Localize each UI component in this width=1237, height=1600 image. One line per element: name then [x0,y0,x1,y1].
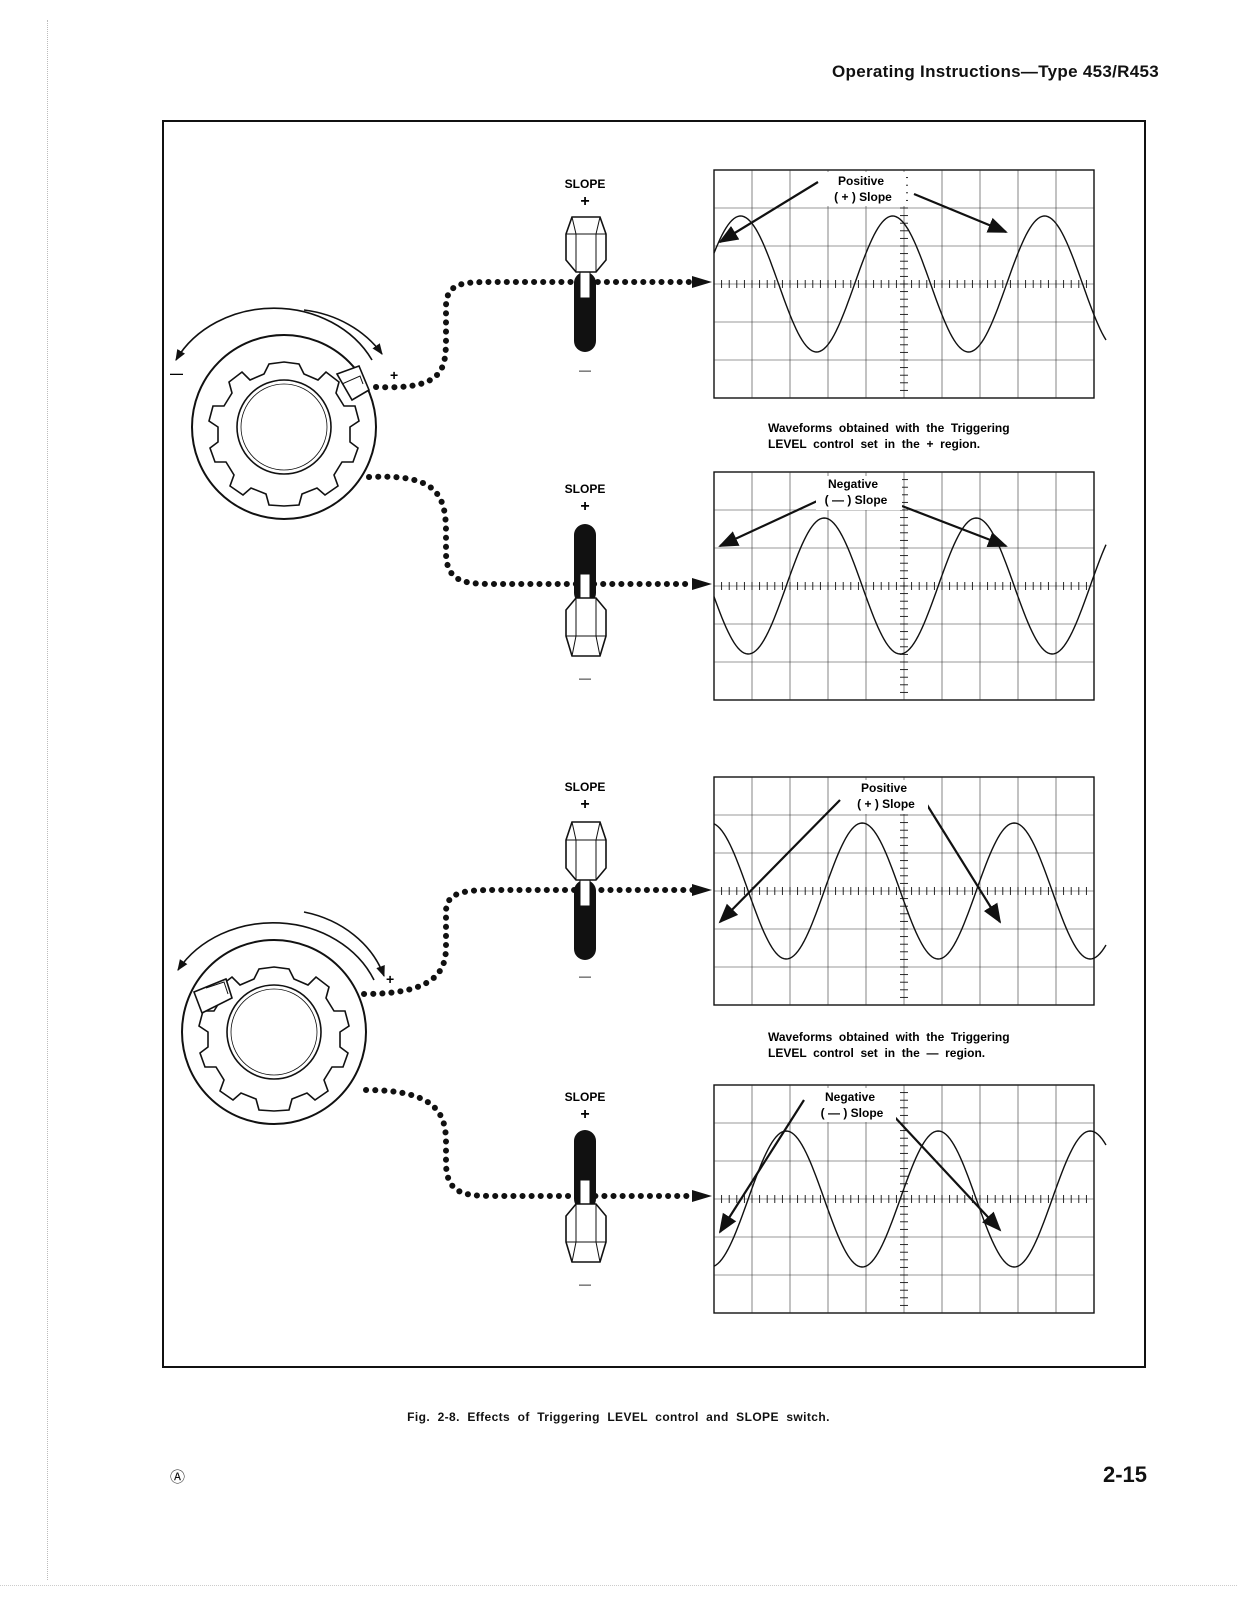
slope-plus-1: + [580,193,589,210]
note-1-line-1: Waveforms obtained with the Triggering [768,421,1010,435]
scope-3-label-b: ( + ) Slope [857,797,915,811]
waveform-trace [713,822,1107,960]
page-header: Operating Instructions—Type 453/R453 [832,62,1159,81]
waveform-trace [713,215,1107,353]
slope-switch-1 [565,216,607,352]
knob-1-plus: + [390,367,398,383]
scope-1-label-b: ( + ) Slope [834,190,892,204]
scope-4-label-b: ( — ) Slope [821,1106,884,1120]
scope-2-label-b: ( — ) Slope [825,493,888,507]
level-knob-1 [175,307,383,520]
level-knob-2 [177,911,385,1125]
waveform-trace [713,1130,1107,1268]
scope-1-label-a: Positive [838,174,884,188]
page-number: 2-15 [1102,1462,1147,1487]
knob-teeth-ring-2 [198,966,350,1112]
note-2-line-1: Waveforms obtained with the Triggering [768,1030,1010,1044]
knob-2-plus: + [386,971,394,987]
scope-screen-2 [713,471,1107,701]
slope-switch-3 [565,821,607,960]
scope-screen-1 [713,169,1107,399]
slope-minus-1: — [579,363,591,377]
bottom-rule [0,1585,1237,1586]
slope-minus-3: — [579,969,591,983]
scope-screen-3 [713,776,1107,1006]
slope-pointer-arrows [718,181,1008,1234]
scope-2-label-a: Negative [828,477,878,491]
slope-minus-2: — [579,671,591,685]
slope-plus-4: + [580,1106,589,1123]
signal-arrowheads [692,276,712,1202]
scope-4-label-a: Negative [825,1090,875,1104]
slope-label-1: SLOPE [565,177,606,191]
slope-minus-4: — [579,1277,591,1291]
figure-diagram: + — + [170,169,1107,1314]
slope-label-4: SLOPE [565,1090,606,1104]
knob-1-minus: — [170,366,183,381]
figure-frame: + — + [162,120,1146,1368]
signal-path-dots [361,279,697,1199]
slope-label-2: SLOPE [565,482,606,496]
note-2-line-2: LEVEL control set in the — region. [768,1046,985,1060]
slope-plus-2: + [580,498,589,515]
waveform-trace [713,517,1107,655]
slope-label-3: SLOPE [565,780,606,794]
scope-screen-4 [713,1084,1107,1314]
figure-caption: Fig. 2-8. Effects of Triggering LEVEL co… [407,1410,830,1424]
revision-mark: Ⓐ [170,1469,186,1486]
margin-rule [47,20,48,1580]
slope-plus-3: + [580,796,589,813]
scope-labels: Positive ( + ) Slope Negative ( — ) Slop… [810,172,928,1122]
scope-3-label-a: Positive [861,781,907,795]
slope-switch-4 [565,1130,607,1263]
slope-switch-2 [565,524,607,657]
knob-teeth-ring [208,361,360,507]
note-1-line-2: LEVEL control set in the + region. [768,437,980,451]
